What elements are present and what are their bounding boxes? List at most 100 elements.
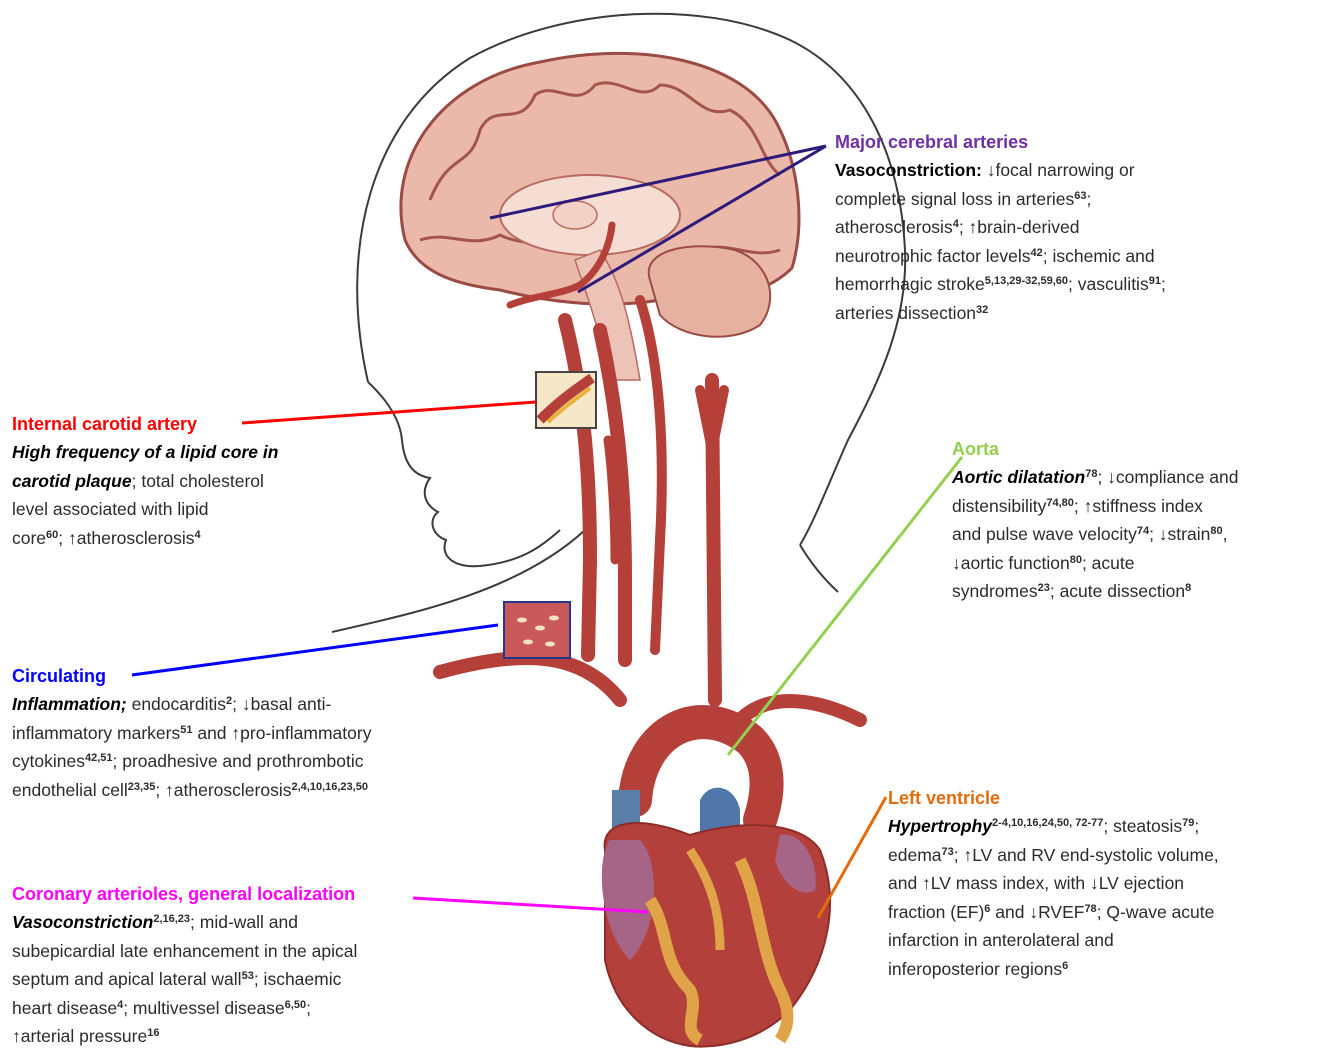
aorta-text-5: syndromes <box>952 581 1038 601</box>
circulating-title: Circulating <box>12 662 502 690</box>
aorta-ref-3b: 80 <box>1210 525 1222 537</box>
carotid-text-4: core <box>12 528 46 548</box>
carotid-plaque-inset <box>536 372 596 428</box>
cerebral-title: Major cerebral arteries <box>835 128 1315 156</box>
circulating-text-1: endocarditis <box>127 694 226 714</box>
coronary-text-2: subepicardial late enhancement in the ap… <box>12 941 357 961</box>
carotid-title: Internal carotid artery <box>12 410 342 438</box>
lv-lead: Hypertrophy <box>888 816 992 836</box>
cerebral-text-1: ↓focal narrowing or <box>982 160 1135 180</box>
circulating-mid-4: ; ↑atherosclerosis <box>155 780 291 800</box>
aorta-ref-2: 74,80 <box>1046 497 1074 509</box>
cerebral-text-4: neurotrophic factor levels <box>835 246 1031 266</box>
aorta-tail-1: ; ↓compliance and <box>1097 467 1238 487</box>
heart <box>602 788 830 1047</box>
aorta-tail-3: , <box>1223 524 1228 544</box>
carotid-ref-4b: 4 <box>194 529 200 541</box>
carotid-text-3: level associated with lipid <box>12 499 209 519</box>
cerebral-tail-2: ; <box>1087 189 1092 209</box>
circulating-tail-1: ; ↓basal anti- <box>232 694 331 714</box>
lv-pointer <box>818 797 886 918</box>
coronary-ref-1: 2,16,23 <box>153 913 190 925</box>
aorta-block: Aorta Aortic dilatation78; ↓compliance a… <box>952 435 1332 606</box>
internal-carotid-block: Internal carotid artery High frequency o… <box>12 410 342 552</box>
coronary-ref-4b: 6,50 <box>285 999 306 1011</box>
carotid-tail-2: ; total cholesterol <box>132 471 264 491</box>
lv-ref-4b: 78 <box>1084 903 1096 915</box>
circulating-ref-4: 23,35 <box>128 781 156 793</box>
face-profile <box>368 382 560 566</box>
aorta-ref-5b: 8 <box>1185 582 1191 594</box>
carotid-lead-1: High frequency of a lipid core in <box>12 442 278 462</box>
circulating-text-3: cytokines <box>12 751 85 771</box>
coronary-tail-1: ; mid-wall and <box>190 912 298 932</box>
lv-text-6: inferoposterior regions <box>888 959 1062 979</box>
cerebral-text-5: hemorrhagic stroke <box>835 274 985 294</box>
aorta-mid-3: ; ↓strain <box>1149 524 1210 544</box>
circulating-lead: Inflammation; <box>12 694 127 714</box>
lv-text-4: fraction (EF) <box>888 902 984 922</box>
cerebral-ref-2: 63 <box>1074 190 1086 202</box>
cerebral-ref-4: 42 <box>1031 247 1043 259</box>
circulating-tail-3: ; proadhesive and prothrombotic <box>112 751 363 771</box>
coronary-text-3: septum and apical lateral wall <box>12 969 242 989</box>
coronary-ref-5: 16 <box>147 1027 159 1039</box>
cerebral-tail-3: ; ↑brain-derived <box>959 217 1080 237</box>
lv-title: Left ventricle <box>888 784 1328 812</box>
carotid-ref-4: 60 <box>46 529 58 541</box>
coronary-ref-3: 53 <box>242 970 254 982</box>
aorta-mid-5: ; acute dissection <box>1050 581 1185 601</box>
arteries <box>440 225 860 820</box>
aorta-ref-5: 23 <box>1038 582 1050 594</box>
cerebral-ref-5: 5,13,29-32,59,60 <box>985 275 1068 287</box>
lv-ref-2: 73 <box>942 846 954 858</box>
cerebral-text-2: complete signal loss in arteries <box>835 189 1074 209</box>
vertebral-artery <box>640 300 662 650</box>
cerebral-tail-5: ; <box>1161 274 1166 294</box>
lv-tail-1: ; <box>1194 816 1199 836</box>
lv-text-3: and ↑LV mass index, with ↓LV ejection <box>888 873 1184 893</box>
lv-ref-6: 6 <box>1062 960 1068 972</box>
aorta-lead: Aortic dilatation <box>952 467 1085 487</box>
lv-text-2: edema <box>888 845 942 865</box>
thalamus <box>553 201 597 229</box>
cerebral-text-6: arteries dissection <box>835 303 976 323</box>
aorta-ref-4: 80 <box>1070 554 1082 566</box>
cerebral-ref-6: 32 <box>976 304 988 316</box>
lv-text-5: infarction in anterolateral and <box>888 930 1114 950</box>
coronary-arterioles-block: Coronary arterioles, general localizatio… <box>12 880 452 1051</box>
carotid-mid-4: ; ↑atherosclerosis <box>58 528 194 548</box>
aorta-ref-1: 78 <box>1085 468 1097 480</box>
cerebral-text-3: atherosclerosis <box>835 217 953 237</box>
aorta-text-4: ↓aortic function <box>952 553 1070 573</box>
circulating-block: Circulating Inflammation; endocarditis2;… <box>12 662 502 804</box>
neck-branch <box>608 440 615 560</box>
lv-mid-1: ; steatosis <box>1103 816 1182 836</box>
circulating-tail-2: and ↑pro-inflammatory <box>192 723 371 743</box>
coronary-tail-3: ; ischaemic <box>254 969 342 989</box>
coronary-title: Coronary arterioles, general localizatio… <box>12 880 452 908</box>
lv-ref-1b: 79 <box>1182 817 1194 829</box>
coronary-tail-4: ; <box>306 998 311 1018</box>
circulating-text-4: endothelial cell <box>12 780 128 800</box>
circulating-inset <box>504 602 570 658</box>
coronary-text-5: ↑arterial pressure <box>12 1026 147 1046</box>
cerebral-arteries-block: Major cerebral arteries Vasoconstriction… <box>835 128 1315 328</box>
cerebellum <box>649 246 770 336</box>
circulating-ref-2: 51 <box>180 724 192 736</box>
left-ventricle-block: Left ventricle Hypertrophy2-4,10,16,24,5… <box>888 784 1328 984</box>
carotid-lead-2: carotid plaque <box>12 471 132 491</box>
neck-back-line <box>800 545 838 592</box>
aorta-text-2: distensibility <box>952 496 1046 516</box>
aorta-text-3: and pulse wave velocity <box>952 524 1137 544</box>
circulating-ref-4b: 2,4,10,16,23,50 <box>291 781 367 793</box>
lv-tail-2: ; ↑LV and RV end-systolic volume, <box>954 845 1219 865</box>
circulating-text-2: inflammatory markers <box>12 723 180 743</box>
lv-ref-1: 2-4,10,16,24,50, 72-77 <box>992 817 1103 829</box>
aorta-tail-4: ; acute <box>1082 553 1135 573</box>
aorta-tail-2: ; ↑stiffness index <box>1074 496 1203 516</box>
cerebral-tail-4: ; ischemic and <box>1043 246 1155 266</box>
cerebral-mid-5: ; vasculitis <box>1068 274 1149 294</box>
aorta-ref-3: 74 <box>1137 525 1149 537</box>
coronary-text-4: heart disease <box>12 998 117 1018</box>
